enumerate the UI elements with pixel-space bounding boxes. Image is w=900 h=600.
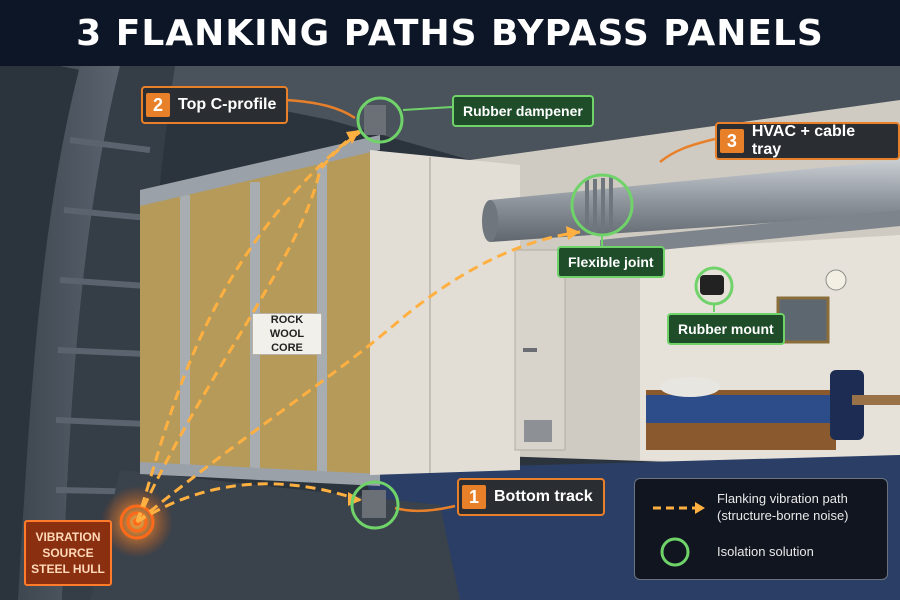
- isolation-circle-flexible-joint: [570, 173, 634, 237]
- flanking-paths: [135, 128, 581, 524]
- title-bar: 3 FLANKING PATHS BYPASS PANELS: [0, 0, 900, 66]
- isolation-circle-bottom: [350, 480, 400, 530]
- rock-wool-line1: ROCK WOOL: [269, 313, 305, 340]
- vibration-ring-outer: [119, 504, 155, 540]
- pillow: [660, 377, 720, 397]
- dampener-bracket: [364, 105, 386, 135]
- callout-bottom-track: 1 Bottom track: [457, 478, 605, 516]
- door-vent: [524, 420, 552, 442]
- isolation-circles: [350, 96, 734, 530]
- cable-tray: [600, 210, 900, 256]
- page-title: 3 FLANKING PATHS BYPASS PANELS: [76, 12, 824, 54]
- arrow-top: [346, 130, 360, 144]
- bottom-track-rail: [140, 462, 380, 486]
- callout-hvac-label: HVAC + cable tray: [751, 123, 856, 158]
- legend-isolation-circle: [660, 537, 690, 567]
- isolation-circle-dampener: [356, 96, 404, 144]
- callout-number-3: 3: [720, 129, 744, 153]
- bed-blanket: [646, 395, 836, 423]
- rock-wool-core-label: ROCK WOOL CORE: [252, 313, 322, 355]
- flexible-joint-bellows: [585, 177, 613, 234]
- connector-dampener: [402, 106, 453, 111]
- wall-lamp: [825, 269, 847, 291]
- flanking-path-top-2: [135, 130, 361, 523]
- source-line1: VIBRATION: [35, 529, 101, 544]
- legend: Flanking vibration path (structure-borne…: [634, 478, 888, 580]
- hvac-duct: [490, 160, 900, 242]
- hull-ribs: [55, 137, 151, 495]
- legend-path-arrow: [695, 502, 705, 514]
- panel-face: [370, 150, 520, 475]
- leader-top: [284, 98, 356, 120]
- rubber-mount-part: [700, 275, 724, 295]
- duct-end: [482, 200, 498, 242]
- hull-frame: [18, 66, 120, 600]
- legend-path-line2: (structure-borne noise): [717, 507, 849, 523]
- callout-top-c-profile-label: Top C-profile: [178, 96, 277, 113]
- label-rubber-mount: Rubber mount: [667, 313, 785, 345]
- label-rubber-dampener: Rubber dampener: [452, 95, 594, 127]
- isolation-circle-rubber-mount: [694, 266, 734, 306]
- flanking-path-top-1: [135, 128, 361, 523]
- label-flexible-joint: Flexible joint: [557, 246, 665, 278]
- flanking-path-bottom: [136, 482, 361, 524]
- legend-symbols: [653, 502, 705, 567]
- legend-path-text: Flanking vibration path (structure-borne…: [717, 491, 849, 525]
- callout-top-c-profile: 2 Top C-profile: [141, 86, 289, 124]
- bottom-bracket: [362, 490, 386, 518]
- legend-path-line1: Flanking vibration path: [717, 491, 848, 506]
- source-line3: STEEL HULL: [31, 562, 105, 577]
- callout-number-1: 1: [462, 485, 486, 509]
- flanking-path-hvac: [136, 230, 581, 524]
- legend-isolation-text: Isolation solution: [717, 544, 814, 559]
- door-handle: [523, 348, 537, 352]
- vibration-ring-inner: [126, 511, 148, 533]
- leader-hvac: [659, 137, 716, 163]
- callout-number-2: 2: [146, 93, 170, 117]
- top-c-profile-rail: [140, 135, 380, 206]
- callout-hvac: 3 HVAC + cable tray: [715, 122, 900, 160]
- chair: [830, 370, 864, 440]
- callout-bottom-track-label: Bottom track: [494, 488, 593, 505]
- desk: [852, 395, 900, 405]
- arrow-hvac: [566, 226, 580, 240]
- source-line2: SOURCE: [42, 545, 94, 560]
- wall-picture: [776, 296, 830, 344]
- rock-wool-line2: CORE: [271, 342, 303, 355]
- vibration-source-label: VIBRATION SOURCE STEEL HULL: [24, 520, 112, 586]
